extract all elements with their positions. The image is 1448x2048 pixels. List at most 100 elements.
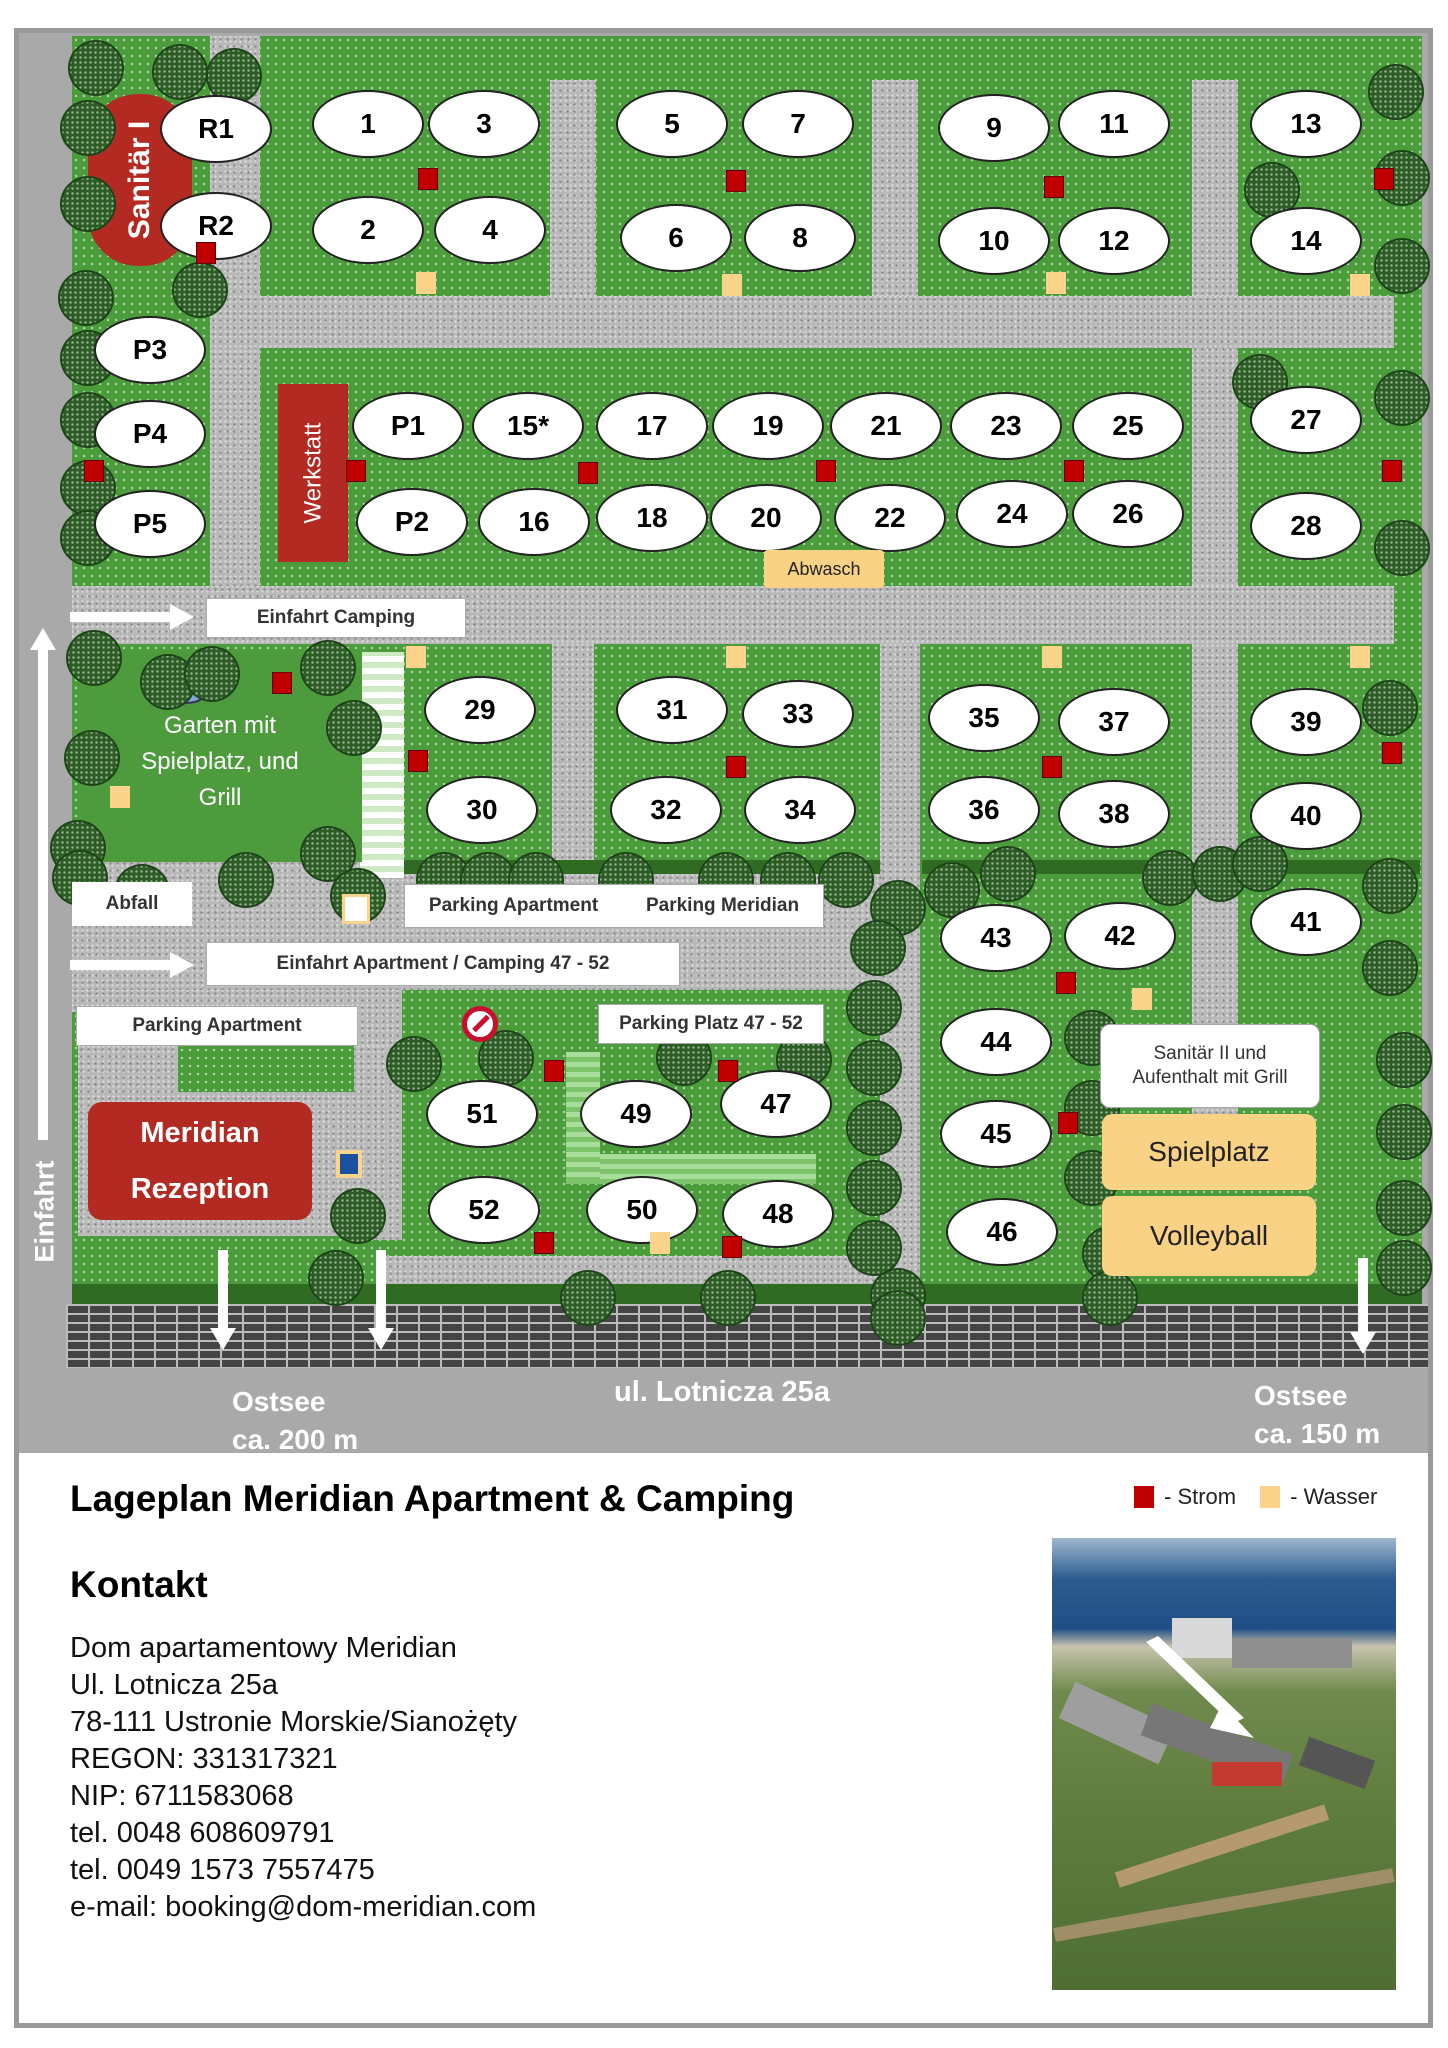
tree-icon xyxy=(386,1036,442,1092)
contact-line: Ul. Lotnicza 25a xyxy=(70,1669,278,1701)
arrow-down-left-1-icon xyxy=(210,1250,236,1350)
strom-marker-icon xyxy=(1374,168,1394,190)
pitch-34: 34 xyxy=(744,776,856,844)
tree-icon xyxy=(152,44,208,100)
tree-icon xyxy=(1374,370,1430,426)
legend-wasser-label: - Wasser xyxy=(1290,1484,1378,1509)
pitch-p1: P1 xyxy=(352,392,464,460)
pitch-37: 37 xyxy=(1058,688,1170,756)
crosswalk xyxy=(360,652,404,878)
pitch-p3: P3 xyxy=(94,316,206,384)
arrow-up-einfahrt-icon xyxy=(30,628,56,1140)
contact-lines: Dom apartamentowy Meridian Ul. Lotnicza … xyxy=(70,1630,536,1926)
werkstatt-label: Werkstatt xyxy=(299,422,327,524)
road-vertical-left-mid xyxy=(552,644,594,864)
tree-icon xyxy=(1362,940,1418,996)
strom-marker-icon xyxy=(1044,176,1064,198)
wasser-marker-icon xyxy=(726,646,746,668)
sanitaer-2-sign: Sanitär II und Aufenthalt mit Grill xyxy=(1100,1024,1320,1108)
contact-line: NIP: 6711583068 xyxy=(70,1780,294,1812)
strom-marker-icon xyxy=(726,756,746,778)
parking-platz-sign: Parking Platz 47 - 52 xyxy=(598,1004,824,1044)
pitch-7: 7 xyxy=(742,90,854,158)
ostsee-right-line-1: Ostsee xyxy=(1254,1380,1348,1411)
tree-icon xyxy=(560,1270,616,1326)
tree-icon xyxy=(1374,150,1430,206)
wasser-marker-icon xyxy=(406,646,426,668)
tree-icon xyxy=(980,846,1036,902)
parking-signs-top: Parking Apartment Parking Meridian xyxy=(404,884,824,928)
pitch-2: 2 xyxy=(312,196,424,264)
pitch-39: 39 xyxy=(1250,688,1362,756)
tree-icon xyxy=(1362,680,1418,736)
tree-icon xyxy=(850,920,906,976)
abfall-label: Abfall xyxy=(105,893,159,914)
pitch-3: 3 xyxy=(428,90,540,158)
wasser-marker-icon xyxy=(416,272,436,294)
strom-marker-icon xyxy=(544,1060,564,1082)
tree-icon xyxy=(1082,1270,1138,1326)
ostsee-left-line-2: ca. 200 m xyxy=(232,1424,359,1455)
contact-heading: Kontakt xyxy=(70,1564,208,1605)
strom-marker-icon xyxy=(726,170,746,192)
contact-line: Dom apartamentowy Meridian xyxy=(70,1632,457,1664)
contact-line: 78-111 Ustronie Morskie/Sianożęty xyxy=(70,1706,518,1738)
strom-marker-icon xyxy=(196,242,216,264)
pitch-4: 4 xyxy=(434,196,546,264)
strom-marker-icon xyxy=(722,1236,742,1258)
pitch-r1: R1 xyxy=(160,95,272,163)
contact-line: REGON: 331317321 xyxy=(70,1743,338,1775)
wasser-marker-icon xyxy=(1046,272,1066,294)
tree-icon xyxy=(218,852,274,908)
legend-strom-label: - Strom xyxy=(1164,1484,1237,1509)
pitch-p4: P4 xyxy=(94,400,206,468)
tree-icon xyxy=(1376,1032,1432,1088)
abfall-sign: Abfall xyxy=(72,882,192,926)
volleyball-label: Volleyball xyxy=(1149,1220,1269,1251)
road-north-b xyxy=(872,80,918,300)
einfahrt-apartment-sign: Einfahrt Apartment / Camping 47 - 52 xyxy=(206,942,680,986)
tree-icon xyxy=(1376,1104,1432,1160)
grass-strip-center xyxy=(566,1154,816,1184)
tree-icon xyxy=(330,1188,386,1244)
arrow-right-camping-icon xyxy=(70,604,194,630)
tree-icon xyxy=(58,270,114,326)
spielplatz-label: Spielplatz xyxy=(1148,1136,1270,1167)
location-arrow-icon xyxy=(1146,1636,1254,1738)
strom-marker-icon xyxy=(718,1060,738,1082)
pitch-20: 20 xyxy=(710,484,822,552)
strom-marker-icon xyxy=(816,460,836,482)
volleyball-box: Volleyball xyxy=(1102,1196,1316,1276)
abwasch-box: Abwasch xyxy=(764,550,884,588)
pitch-32: 32 xyxy=(610,776,722,844)
rezeption-building: Meridian Rezeption xyxy=(88,1102,312,1220)
pitch-27: 27 xyxy=(1250,386,1362,454)
ostsee-left-line-1: Ostsee xyxy=(232,1386,326,1417)
pitch-17: 17 xyxy=(596,392,708,460)
tree-icon xyxy=(870,1290,926,1346)
rezeption-line-1: Meridian xyxy=(140,1117,260,1149)
wasser-marker-icon xyxy=(722,274,742,296)
wasser-marker-icon xyxy=(110,786,130,808)
pitch-49: 49 xyxy=(580,1080,692,1148)
tree-icon xyxy=(1142,850,1198,906)
wasser-marker-icon xyxy=(1132,988,1152,1010)
tree-icon xyxy=(846,1160,902,1216)
pitch-12: 12 xyxy=(1058,207,1170,275)
tree-icon xyxy=(1374,520,1430,576)
tree-icon xyxy=(68,40,124,96)
pitch-36: 36 xyxy=(928,776,1040,844)
pitch-24: 24 xyxy=(956,480,1068,548)
pitch-11: 11 xyxy=(1058,90,1170,158)
strom-marker-icon xyxy=(272,672,292,694)
ostsee-right-line-2: ca. 150 m xyxy=(1254,1418,1381,1449)
tree-icon xyxy=(1374,238,1430,294)
pitch-6: 6 xyxy=(620,204,732,272)
strom-marker-icon xyxy=(418,168,438,190)
parking-apartment-left-label: Parking Apartment xyxy=(132,1015,302,1036)
tree-icon xyxy=(1368,64,1424,120)
pitch-30: 30 xyxy=(426,776,538,844)
contact-line: tel. 0048 608609791 xyxy=(70,1817,335,1849)
pitch-29: 29 xyxy=(424,676,536,744)
tree-icon xyxy=(184,646,240,702)
